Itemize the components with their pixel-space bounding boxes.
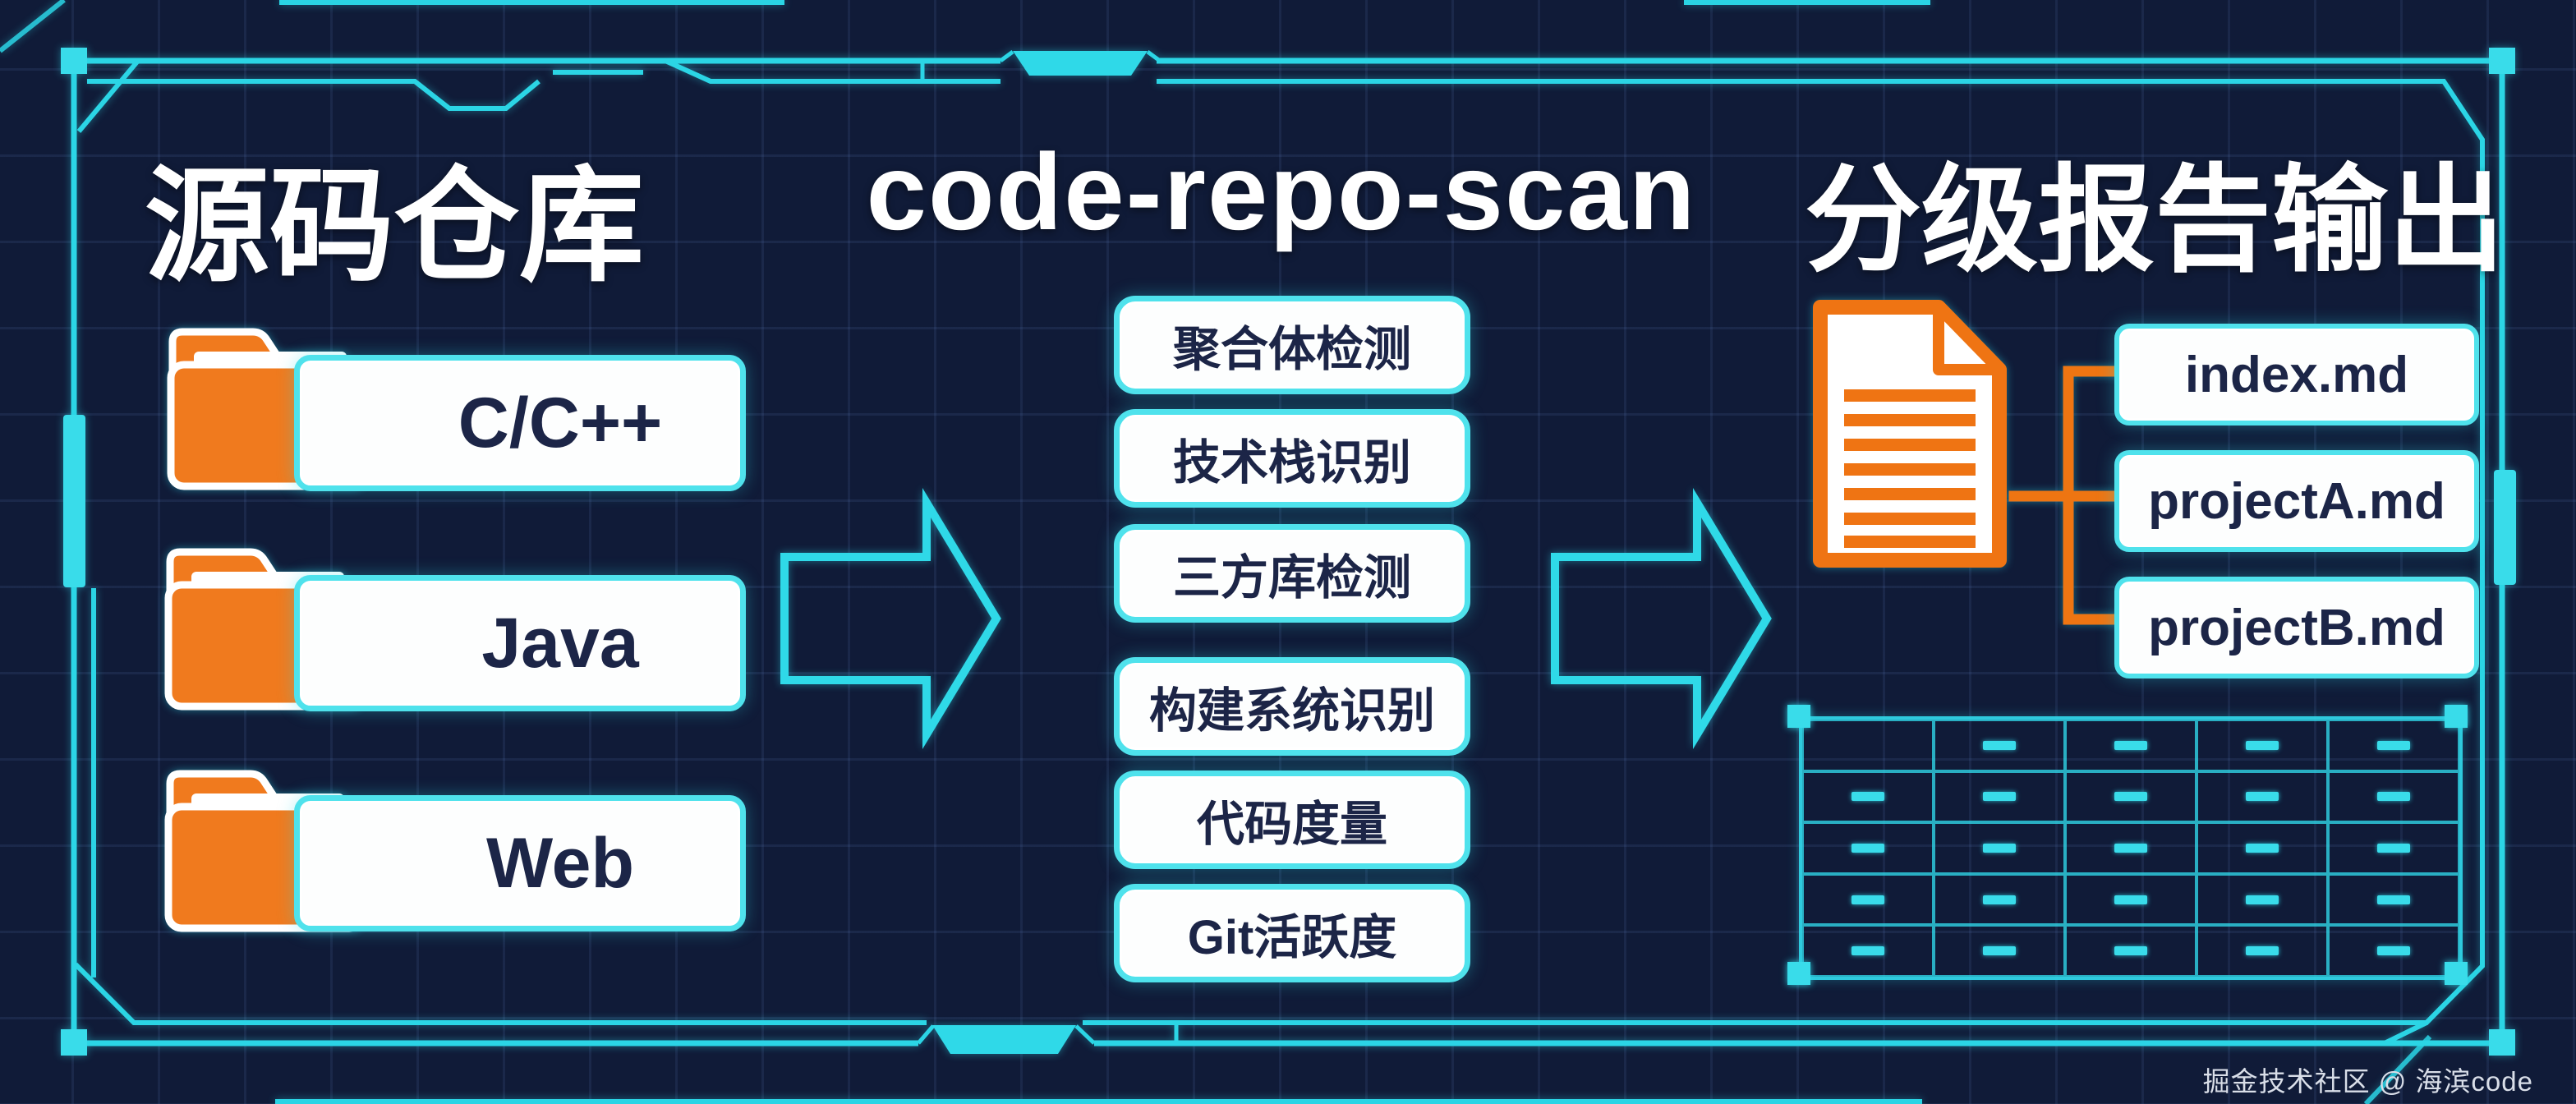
cell-dash-mark bbox=[1983, 740, 2016, 750]
bottom-right-accent-diagonal bbox=[2383, 1020, 2428, 1046]
scan-step-techstack-identify: 技术栈识别 bbox=[1114, 409, 1470, 508]
cell-dash-mark bbox=[2377, 740, 2410, 750]
table-corner-marker bbox=[2445, 705, 2468, 728]
cell-dash-mark bbox=[2246, 843, 2279, 853]
cell-dash-mark bbox=[1852, 843, 1884, 853]
report-connector-lines bbox=[2008, 366, 2122, 625]
report-table-cell bbox=[1934, 770, 2065, 823]
report-table-cell bbox=[2196, 873, 2328, 926]
right-accent-bar bbox=[2494, 470, 2516, 585]
folder-label-cpp: C/C++ bbox=[294, 355, 746, 491]
report-table-cell bbox=[1802, 822, 1934, 874]
corner-streak-diagonal bbox=[0, 0, 66, 53]
table-corner-marker bbox=[1787, 705, 1810, 728]
cell-dash-mark bbox=[1983, 895, 2016, 904]
folder-label-java: Java bbox=[294, 575, 746, 711]
cell-dash-mark bbox=[2246, 740, 2279, 750]
scan-step-aggregate-detect: 聚合体检测 bbox=[1114, 296, 1470, 394]
cell-dash-mark bbox=[1983, 843, 2016, 853]
report-file-index-md: index.md bbox=[2114, 324, 2479, 426]
scan-step-buildsystem-identify: 构建系统识别 bbox=[1114, 657, 1470, 756]
corner-square-top-right bbox=[2489, 48, 2515, 74]
cell-dash-mark bbox=[2377, 895, 2410, 904]
cell-dash-mark bbox=[2246, 895, 2279, 904]
cell-dash-mark bbox=[1852, 946, 1884, 956]
cell-dash-mark bbox=[2246, 792, 2279, 802]
cell-dash-mark bbox=[1852, 792, 1884, 802]
cell-dash-mark bbox=[2114, 895, 2147, 904]
report-table-cell bbox=[2065, 925, 2196, 977]
report-table-cell bbox=[1934, 822, 2065, 874]
watermark-credit: 掘金技术社区 @ 海滨code bbox=[2202, 1066, 2533, 1097]
folder-label-web: Web bbox=[294, 795, 746, 932]
corner-square-bottom-right bbox=[2489, 1029, 2515, 1056]
table-corner-marker bbox=[2445, 962, 2468, 985]
report-table-cell bbox=[1934, 925, 2065, 977]
report-table-cell bbox=[1934, 873, 2065, 926]
bottom-right-streak-diagonal bbox=[2363, 1034, 2432, 1104]
report-table-cell bbox=[2196, 720, 2328, 771]
cell-dash-mark bbox=[2114, 843, 2147, 853]
section-title-report-output: 分级报告输出 bbox=[1805, 155, 2505, 286]
corner-square-top-left bbox=[61, 48, 87, 74]
report-table-cell bbox=[1802, 770, 1934, 823]
bottom-edge-streak bbox=[275, 1099, 1922, 1104]
table-corner-marker bbox=[1787, 962, 1810, 985]
bottom-accent-trapezoid bbox=[932, 1025, 1076, 1054]
report-table-cell bbox=[2328, 822, 2459, 874]
report-table-cell bbox=[2065, 770, 2196, 823]
report-table-cell bbox=[2065, 822, 2196, 874]
top-accent-trapezoid bbox=[1013, 51, 1148, 76]
section-title-source-repos: 源码仓库 bbox=[145, 157, 644, 297]
report-table-cell bbox=[2065, 720, 2196, 771]
report-summary-table bbox=[1799, 716, 2463, 980]
report-table-cell bbox=[2328, 873, 2459, 926]
report-table-cell bbox=[2328, 720, 2459, 771]
report-table-cell bbox=[2196, 770, 2328, 823]
top-trapezoid-connectors bbox=[917, 49, 1162, 1045]
report-file-projectb-md: projectB.md bbox=[2114, 577, 2479, 678]
flow-arrow-icon-2 bbox=[1551, 488, 1772, 749]
report-table-cell bbox=[2196, 925, 2328, 977]
report-table-cell bbox=[1934, 720, 2065, 771]
report-table-cell bbox=[1802, 925, 1934, 977]
report-table-cell bbox=[2065, 873, 2196, 926]
frame-top-inner-line bbox=[87, 58, 1000, 111]
flow-arrow-icon-1 bbox=[780, 488, 1001, 749]
report-table-cell bbox=[1802, 873, 1934, 926]
report-table-cell bbox=[2328, 925, 2459, 977]
cell-dash-mark bbox=[2114, 792, 2147, 802]
scan-step-git-activity: Git活跃度 bbox=[1114, 884, 1470, 982]
top-left-accent-diagonal bbox=[76, 59, 140, 133]
cell-dash-mark bbox=[1852, 895, 1884, 904]
cell-dash-mark bbox=[2377, 946, 2410, 956]
report-document-icon bbox=[1813, 300, 2007, 568]
scan-step-thirdparty-detect: 三方库检测 bbox=[1114, 524, 1470, 623]
cell-dash-mark bbox=[2114, 740, 2147, 750]
cell-dash-mark bbox=[2377, 792, 2410, 802]
section-title-code-repo-scan: code-repo-scan bbox=[866, 131, 1697, 252]
cell-dash-mark bbox=[2114, 946, 2147, 956]
cell-dash-mark bbox=[2377, 843, 2410, 853]
report-file-projecta-md: projectA.md bbox=[2114, 450, 2479, 552]
report-table-cell bbox=[2196, 822, 2328, 874]
cell-dash-mark bbox=[1983, 946, 2016, 956]
corner-square-bottom-left bbox=[61, 1029, 87, 1056]
top-edge-streak-right bbox=[1684, 0, 1930, 5]
frame-inner-right-line bbox=[1083, 79, 2485, 1025]
scan-step-code-metrics: 代码度量 bbox=[1114, 770, 1470, 869]
report-table-cell bbox=[2328, 770, 2459, 823]
cell-dash-mark bbox=[1983, 792, 2016, 802]
cell-dash-mark bbox=[2246, 946, 2279, 956]
frame-inner-bottom-left-line bbox=[73, 962, 927, 1025]
top-edge-streak-left bbox=[279, 0, 784, 5]
left-accent-bar bbox=[63, 415, 85, 587]
report-table-cell bbox=[1802, 720, 1934, 771]
